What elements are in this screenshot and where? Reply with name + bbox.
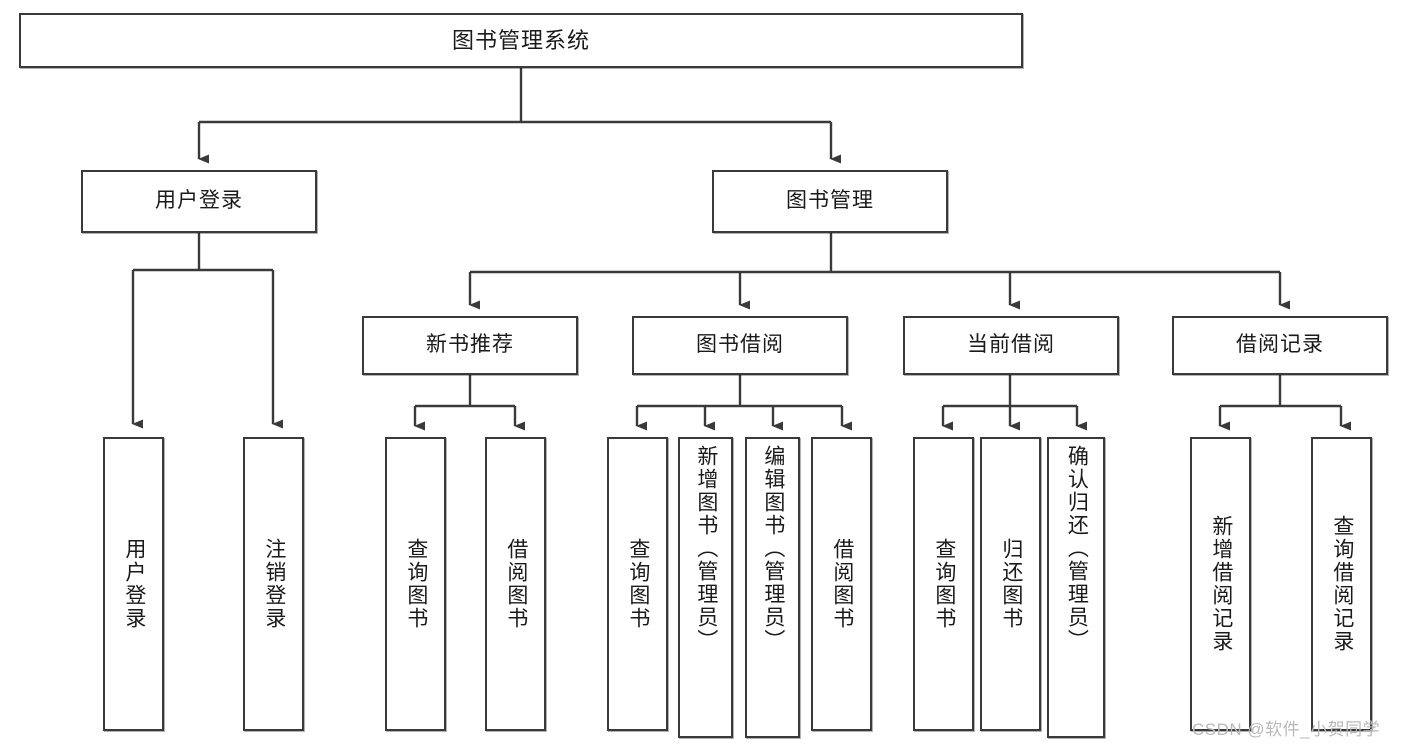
node-book-management[interactable]: 图书管理 (712, 170, 948, 233)
leaf-query-book-borrow[interactable]: 查询图书 (607, 437, 668, 731)
connector-group-book-borrow (635, 375, 852, 431)
node-label: 查询图书 (932, 538, 956, 630)
node-label: 注销登录 (262, 538, 286, 630)
node-label: 新增借阅记录 (1209, 515, 1233, 653)
node-user-login[interactable]: 用户登录 (81, 170, 317, 233)
node-label: 借阅记录 (1236, 333, 1324, 357)
leaf-user-login[interactable]: 用户登录 (103, 437, 164, 731)
connector-group-book-manage (468, 233, 1290, 310)
node-label: 用户登录 (155, 189, 243, 213)
node-label: 确认归还（管理员） (1065, 445, 1089, 652)
leaf-return-book[interactable]: 归还图书 (980, 437, 1041, 731)
node-current-borrow[interactable]: 当前借阅 (903, 316, 1119, 375)
leaf-confirm-return-admin[interactable]: 确认归还（管理员） (1047, 437, 1105, 738)
node-book-borrow[interactable]: 图书借阅 (632, 316, 848, 375)
leaf-edit-book-admin[interactable]: 编辑图书（管理员） (745, 437, 800, 738)
node-label: 图书管理系统 (451, 27, 590, 53)
node-label: 查询图书 (404, 538, 428, 630)
node-label: 当前借阅 (967, 333, 1055, 357)
node-label: 查询借阅记录 (1330, 515, 1354, 653)
node-label: 查询图书 (626, 538, 650, 630)
leaf-logout-login[interactable]: 注销登录 (243, 437, 304, 731)
csdn-watermark: CSDN @软件_小贺同学 (1192, 720, 1381, 739)
leaf-add-borrow-record[interactable]: 新增借阅记录 (1190, 437, 1251, 731)
leaf-add-book-admin[interactable]: 新增图书（管理员） (678, 437, 733, 738)
leaf-query-book-recommend[interactable]: 查询图书 (385, 437, 446, 731)
connector-group-new-book (413, 375, 525, 431)
node-label: 用户登录 (122, 538, 146, 630)
node-label: 新增图书（管理员） (694, 445, 718, 652)
node-label: 图书管理 (786, 189, 874, 213)
node-root-book-management-system[interactable]: 图书管理系统 (19, 13, 1023, 68)
node-label: 借阅图书 (504, 538, 528, 630)
connector-group-borrow-record (1218, 375, 1351, 431)
node-label: 图书借阅 (696, 333, 784, 357)
node-new-book-recommend[interactable]: 新书推荐 (362, 316, 578, 375)
leaf-borrow-book[interactable]: 借阅图书 (811, 437, 872, 731)
node-label: 编辑图书（管理员） (761, 445, 785, 652)
connector-group-current-borrow (941, 375, 1087, 431)
connector-group-user-login (131, 233, 283, 429)
node-label: 借阅图书 (830, 538, 854, 630)
leaf-query-borrow-record[interactable]: 查询借阅记录 (1311, 437, 1372, 731)
leaf-query-book-current[interactable]: 查询图书 (913, 437, 974, 731)
node-label: 归还图书 (999, 538, 1023, 630)
node-label: 新书推荐 (426, 333, 514, 357)
connector-group-root (197, 68, 841, 164)
leaf-borrow-book-recommend[interactable]: 借阅图书 (485, 437, 546, 731)
node-borrow-record[interactable]: 借阅记录 (1172, 316, 1388, 375)
